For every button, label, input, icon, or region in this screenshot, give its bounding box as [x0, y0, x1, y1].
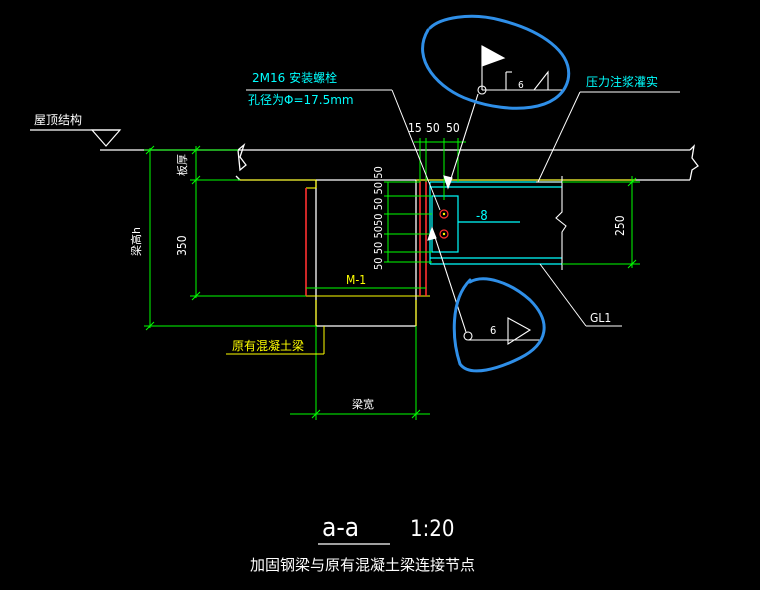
pressure-grout-label: 压力注浆灌实	[586, 74, 658, 89]
bolt-note-line2: 孔径为Φ=17.5mm	[248, 93, 354, 107]
bolt-note-line1: 2M16 安装螺栓	[252, 70, 337, 85]
steel-beam-gl1	[429, 181, 562, 265]
bolt-note-leader	[246, 89, 441, 211]
existing-concrete-beam	[315, 180, 417, 327]
grout-leader	[537, 91, 680, 183]
dim-stack-top-label: 50 50 50 50	[372, 166, 385, 226]
dim-50b-label: 50	[446, 121, 460, 135]
beam-width-label: 梁宽	[352, 397, 374, 411]
gl1-leader	[539, 263, 622, 327]
dim-350-label: 350	[175, 235, 189, 256]
gl1-label: GL1	[590, 311, 611, 325]
existing-beam-label: 原有混凝土梁	[232, 338, 304, 353]
markup-circles	[421, 14, 571, 373]
weld-symbol-top	[443, 45, 562, 190]
dim-15-label: 15	[408, 121, 422, 135]
beam-height-label: 梁高h	[129, 227, 143, 256]
m1-label: M-1	[346, 273, 366, 287]
plate-thickness-label: -8	[476, 209, 488, 224]
existing-beam-leader	[226, 326, 325, 355]
roof-level-marker	[30, 129, 122, 147]
drawing-caption: 加固钢梁与原有混凝土梁连接节点	[250, 556, 475, 574]
weld-top-size: 6	[518, 80, 524, 91]
scale-label: 1:20	[410, 517, 454, 542]
bolts	[439, 209, 449, 239]
slab-thickness-label: 板厚	[175, 154, 189, 176]
beam-outline-yellow	[240, 179, 636, 326]
roof-structure-label: 屋顶结构	[34, 112, 82, 127]
dim-50a-label: 50	[426, 121, 440, 135]
section-mark: a-a	[322, 513, 359, 543]
dim-stack-bottom-label: 50 50 50	[372, 226, 385, 270]
weld-symbol-bottom	[427, 226, 540, 346]
beam-break-line	[536, 176, 567, 270]
dimension-lines	[144, 138, 640, 420]
m1-plates	[305, 180, 427, 296]
weld-bottom-size: 6	[490, 324, 496, 337]
dim-250-label: 250	[613, 215, 627, 236]
